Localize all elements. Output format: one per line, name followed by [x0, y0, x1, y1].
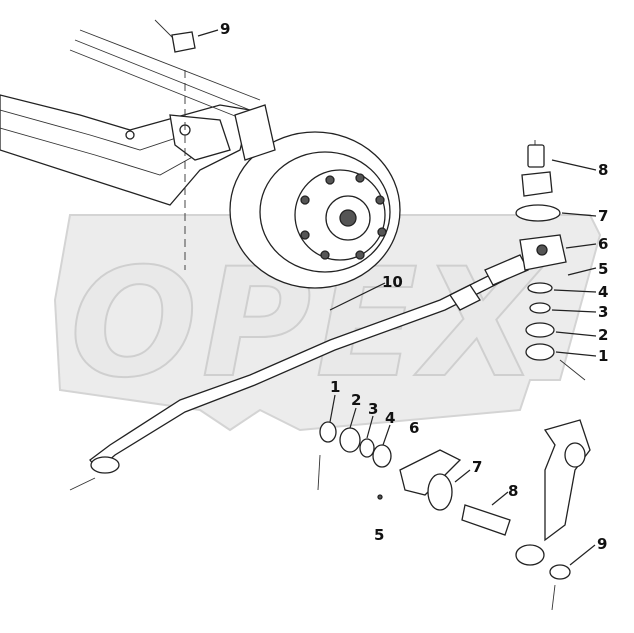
opex-watermark: OPEX	[53, 214, 602, 432]
wheel-studs	[300, 173, 387, 260]
leader-lines	[197, 29, 597, 566]
callout-8-bottom: 8	[508, 482, 518, 500]
callout-9-bottom: 9	[597, 535, 607, 553]
callout-2-top: 2	[598, 326, 608, 344]
callout-6-top: 6	[598, 235, 608, 253]
top-right-stack	[515, 140, 586, 381]
callout-9-top: 9	[220, 20, 230, 38]
callout-6-bottom: 6	[409, 419, 419, 437]
callout-8-top: 8	[598, 161, 608, 179]
steering-arm	[515, 419, 591, 611]
callout-1-bottom: 1	[330, 378, 340, 396]
callout-5-bottom: 5	[374, 526, 384, 544]
callouts-bottom-row: 1 2 3 4 6 7 8 5	[330, 378, 518, 544]
top-bolt	[154, 19, 196, 53]
bottom-exploded-row	[317, 421, 511, 536]
callout-3-bottom: 3	[368, 400, 378, 418]
callout-7-top: 7	[598, 207, 608, 225]
callout-5-top: 5	[598, 260, 608, 278]
callout-7-bottom: 7	[472, 458, 482, 476]
tie-rod	[69, 254, 529, 491]
callout-1-top: 1	[598, 347, 608, 365]
callouts-top-right: 8 7 6 5 4 3 2 1	[598, 161, 608, 365]
callout-4-top: 4	[598, 283, 608, 301]
axle-beam	[0, 29, 261, 206]
brake-drum-hub	[229, 104, 401, 289]
callout-2-bottom: 2	[351, 391, 361, 409]
callout-10: 10	[382, 273, 403, 291]
callout-4-bottom: 4	[385, 409, 395, 427]
callout-3-top: 3	[598, 303, 608, 321]
